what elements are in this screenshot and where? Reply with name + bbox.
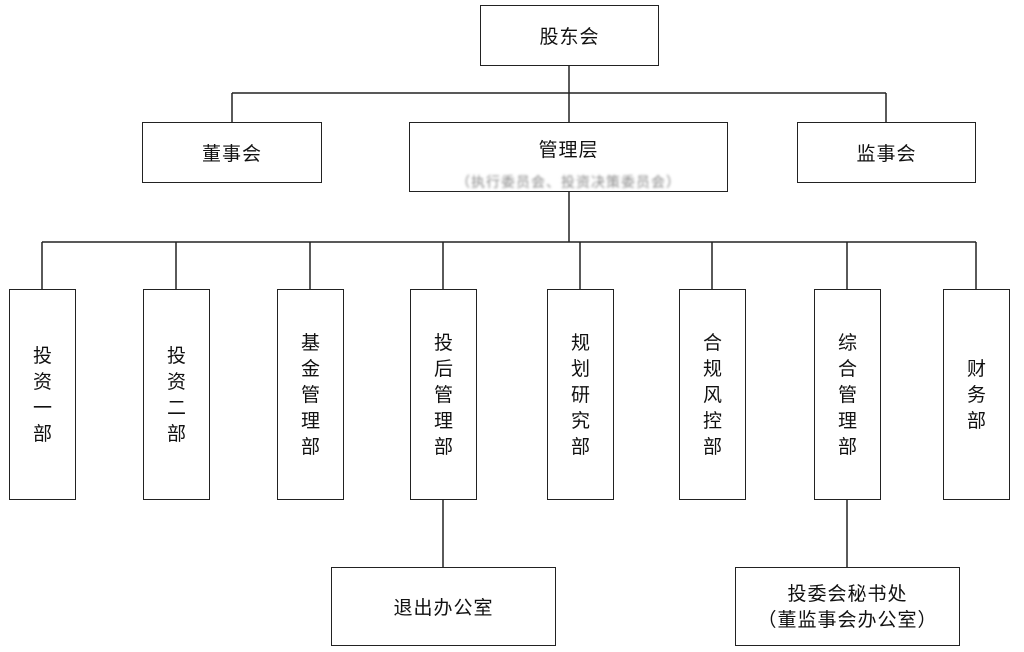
label-char: 管 [837,383,857,406]
label-char: 投 [166,344,186,367]
label-char: 合 [837,357,857,380]
label-char: 管 [300,383,320,406]
supervisory-board-box: 监事会 [797,122,976,183]
label-char: 控 [702,409,722,432]
management-label: 管理层 [538,139,599,161]
dept-post-investment-label: 投后管理部 [434,330,453,460]
label-char: 务 [966,383,986,406]
dept-compliance-risk-label: 合规风控部 [703,330,722,460]
label-char: 规 [570,331,590,354]
label-char: 风 [702,383,722,406]
label-char: 部 [166,422,186,445]
exit-office-label: 退出办公室 [393,597,494,619]
ic-secretariat-box: 投委会秘书处 （董监事会办公室） [735,567,960,646]
dept-investment-2-box: 投资二部 [143,289,210,500]
label-char: 部 [837,435,857,458]
dept-fund-management-label: 基金管理部 [301,330,320,460]
label-char: 理 [433,409,453,432]
label-char: 合 [702,331,722,354]
label-char: 投 [433,331,453,354]
label-char: 财 [966,357,986,380]
label-char: 投 [32,344,52,367]
label-char: 综 [837,331,857,354]
dept-fund-management-box: 基金管理部 [277,289,344,500]
label-char: 部 [300,435,320,458]
label-char: 部 [702,435,722,458]
dept-finance-label: 财务部 [967,356,986,434]
label-char: 理 [837,409,857,432]
dept-planning-research-box: 规划研究部 [547,289,614,500]
label-char: 部 [570,435,590,458]
supervisory-board-label: 监事会 [856,143,917,165]
label-char: 资 [166,370,186,393]
dept-investment-2-label: 投资二部 [167,343,186,447]
label-char: 部 [32,422,52,445]
label-char: 究 [570,409,590,432]
management-sub-label: （执行委员会、投资决策委员会） [456,175,681,191]
label-char: 部 [433,435,453,458]
ic-secretariat-sub-label: （董监事会办公室） [757,608,938,631]
label-char: 基 [300,331,320,354]
dept-compliance-risk-box: 合规风控部 [679,289,746,500]
label-char: 理 [300,409,320,432]
board-of-directors-label: 董事会 [201,143,262,165]
dept-finance-box: 财务部 [943,289,1010,500]
dept-post-investment-box: 投后管理部 [410,289,477,500]
label-char: 研 [570,383,590,406]
label-char: 一 [32,396,52,419]
label-char: 金 [300,357,320,380]
label-char: 管 [433,383,453,406]
shareholders-meeting-label: 股东会 [539,26,600,48]
label-char: 资 [32,370,52,393]
ic-secretariat-label: 投委会秘书处 [787,582,908,605]
management-box: 管理层 （执行委员会、投资决策委员会） [409,122,728,192]
exit-office-box: 退出办公室 [331,567,556,646]
label-char: 划 [570,357,590,380]
shareholders-meeting-box: 股东会 [480,5,659,66]
label-char: 部 [966,409,986,432]
board-of-directors-box: 董事会 [142,122,322,183]
dept-general-management-box: 综合管理部 [814,289,881,500]
label-char: 规 [702,357,722,380]
label-char: 后 [433,357,453,380]
dept-planning-research-label: 规划研究部 [571,330,590,460]
dept-investment-1-label: 投资一部 [33,343,52,447]
dept-investment-1-box: 投资一部 [9,289,76,500]
dept-general-management-label: 综合管理部 [838,330,857,460]
label-char: 二 [166,396,186,419]
